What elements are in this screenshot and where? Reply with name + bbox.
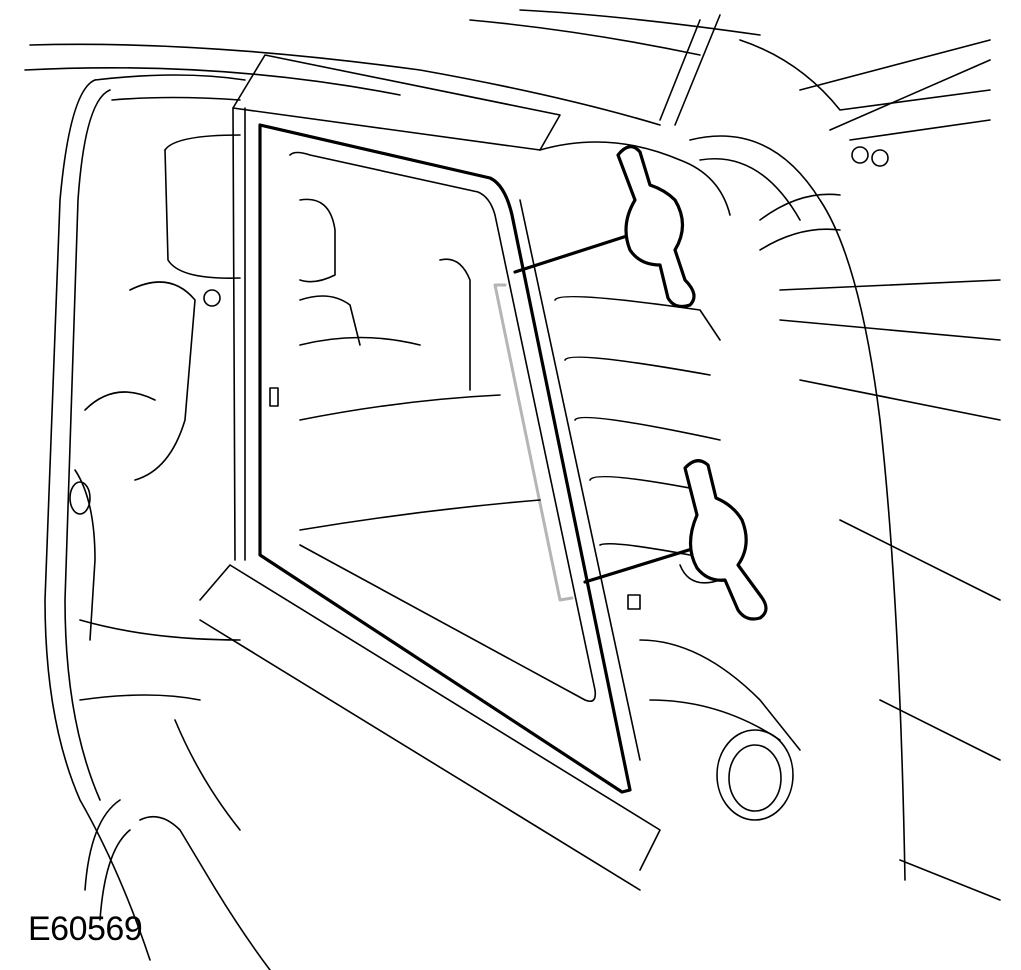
rear-seat xyxy=(69,134,241,701)
roof-lines xyxy=(24,9,761,126)
c-pillar-panels xyxy=(519,141,801,761)
figure-id-label: E60569 xyxy=(28,910,143,948)
glass-suction-cup-tool-lower xyxy=(583,459,768,621)
lower-body xyxy=(84,564,794,970)
rear-door-frame xyxy=(44,74,246,961)
rear-body-right xyxy=(659,14,1001,901)
b-pillar-trim xyxy=(232,54,561,561)
quarter-glass xyxy=(258,123,632,794)
interior-through-glass xyxy=(299,198,541,531)
glass-suction-cup-tool-upper xyxy=(513,145,696,309)
